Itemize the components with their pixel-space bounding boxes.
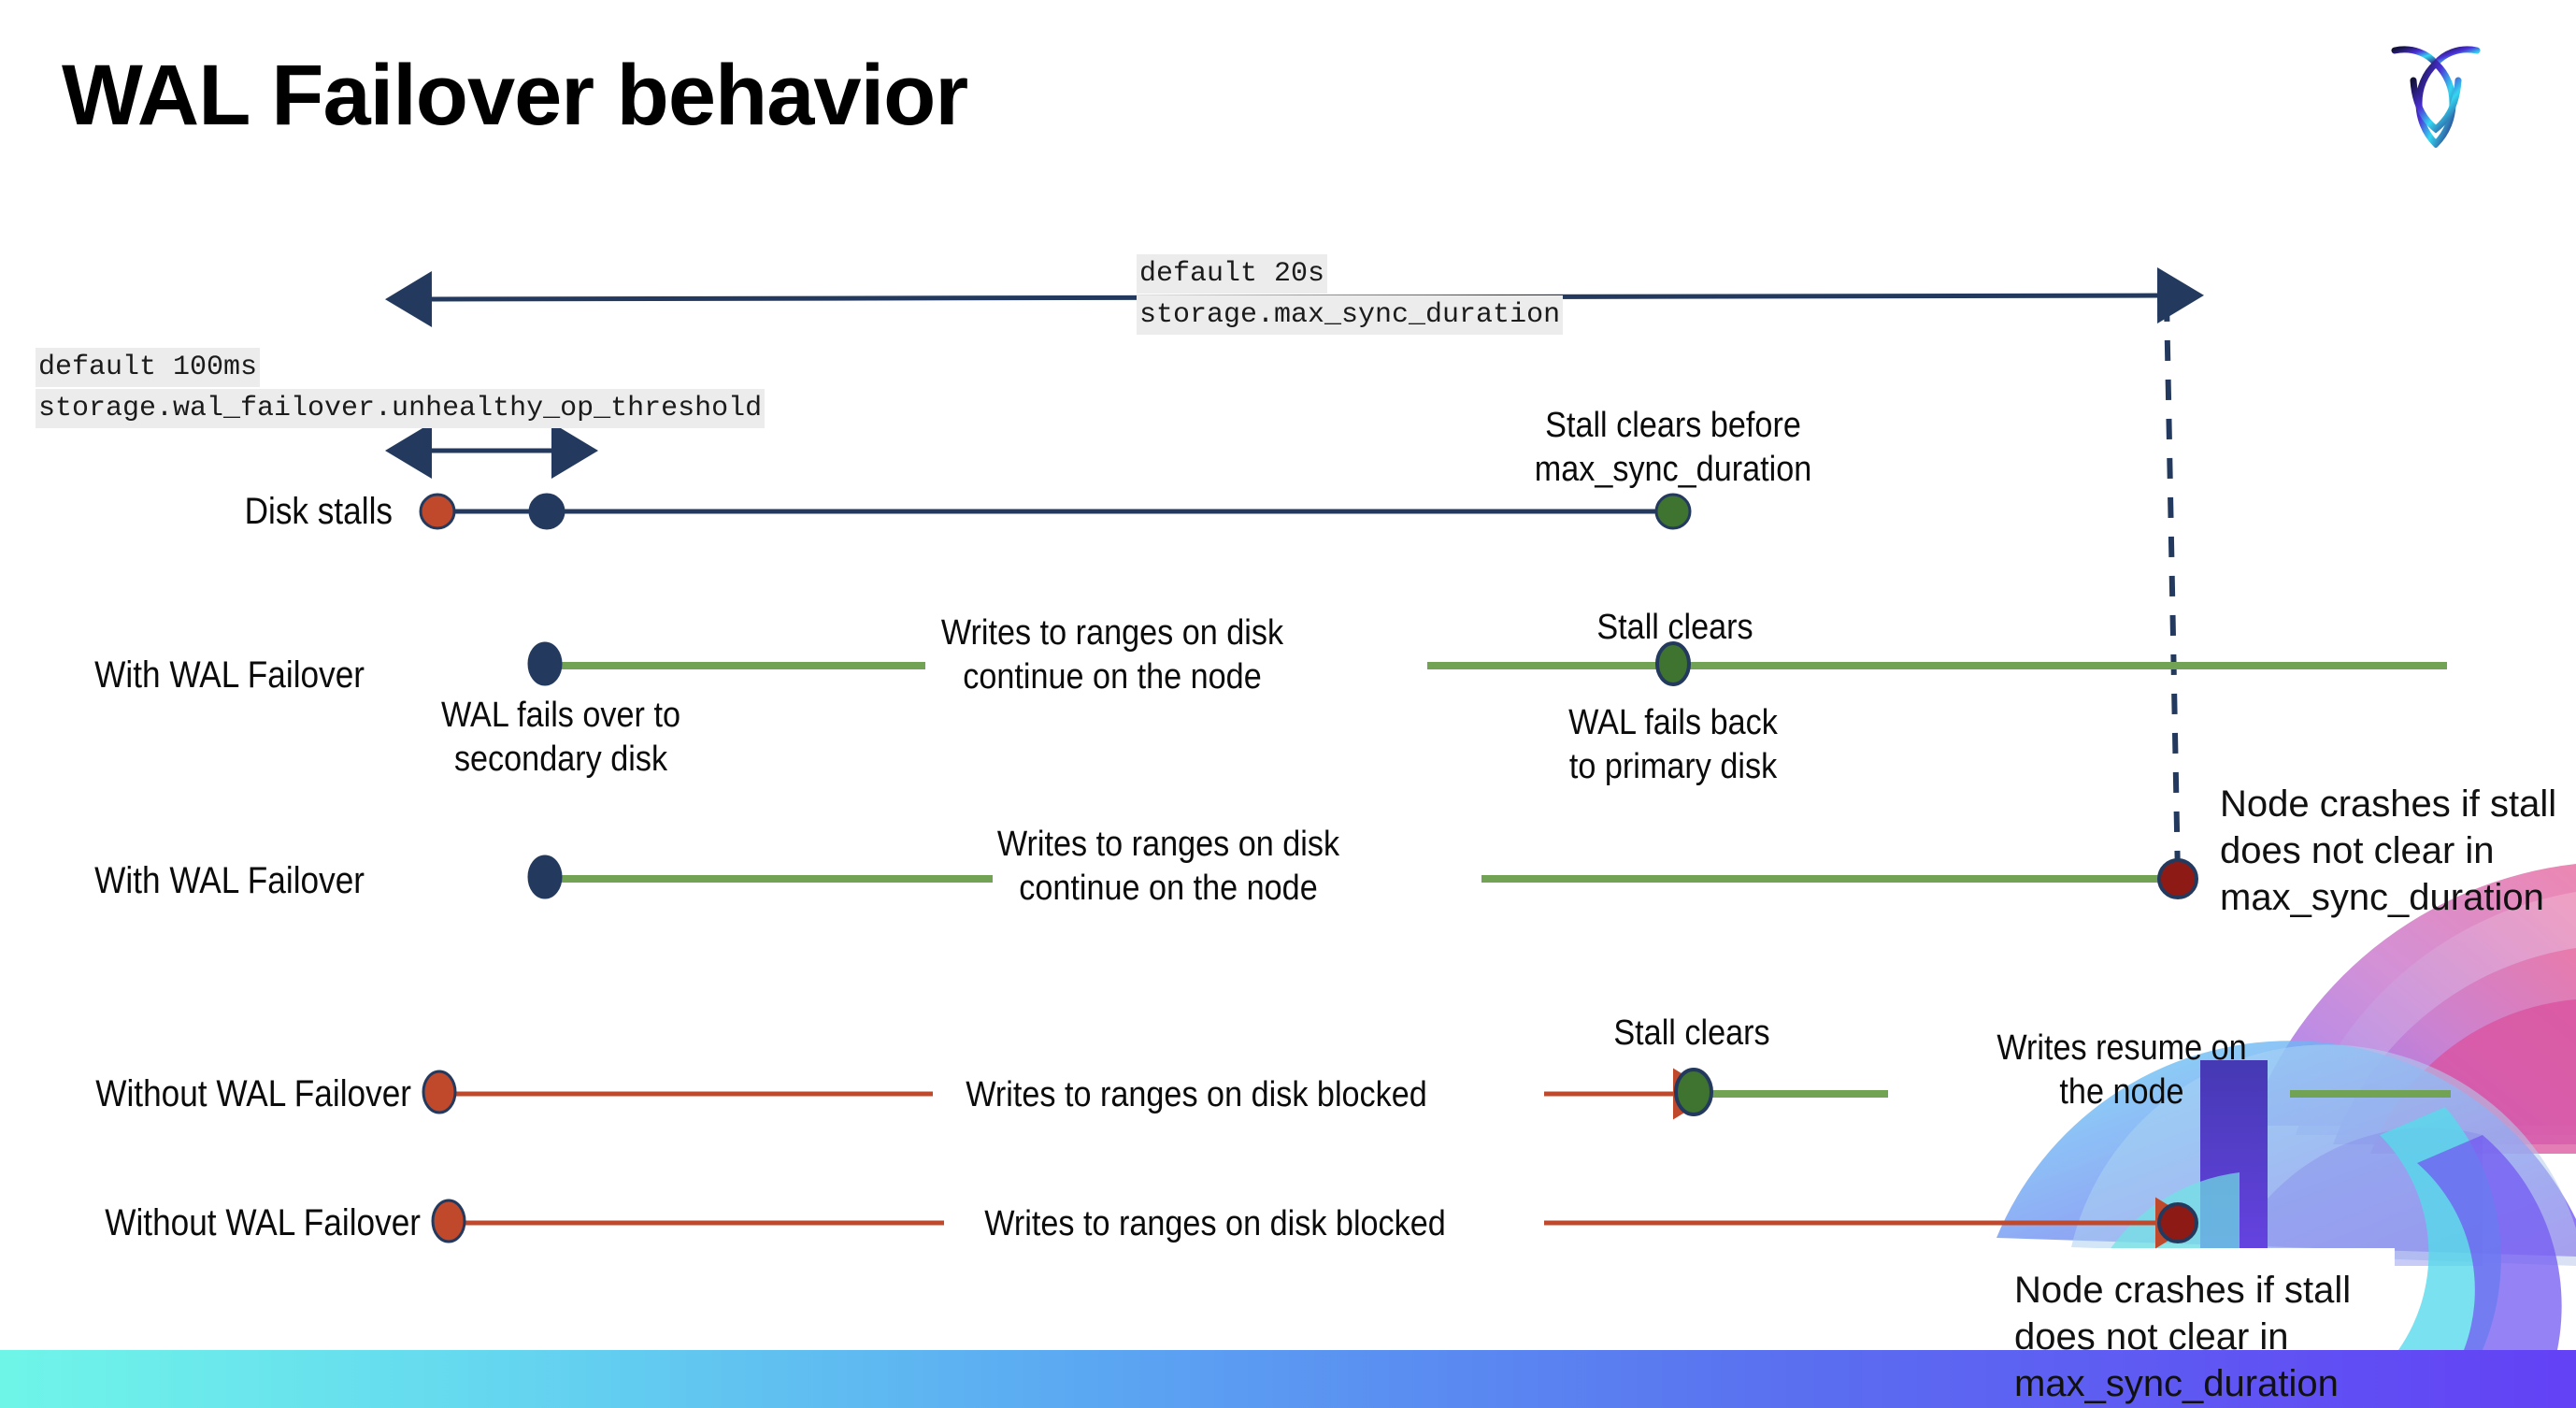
row-with-failover-1-track [527,641,2447,686]
row-disk-stalls-track [419,493,1692,530]
annotation-node-crashes-1: Node crashes if stall does not clear in … [2220,783,2557,918]
row-without-failover-1-track [422,1068,2451,1120]
annotation-wal-fails-over: WAL fails over to secondary disk [441,696,680,779]
annotation-writes-blocked-2: Writes to ranges on disk blocked [984,1204,1446,1243]
annotation-writes-blocked-1: Writes to ranges on disk blocked [966,1075,1427,1114]
marker-failover-point [527,855,563,899]
annotation-stall-clears-2: Stall clears [1613,1013,1770,1053]
marker-failover-point [527,641,563,686]
marker-stall-start [419,493,456,530]
cockroachdb-logo-icon [2391,46,2481,148]
marker-stall-clear [1654,493,1692,530]
marker-stall-clear [1674,1068,1713,1116]
annotation-node-crashes-2: Node crashes if stall does not clear in … [2014,1270,2352,1404]
row-label-without-wal-failover-1: Without WAL Failover [95,1073,411,1114]
max-sync-duration-dropline [2164,300,2181,878]
annotation-writes-continue-1: Writes to ranges on disk continue on the… [940,613,1284,697]
row-with-failover-2-track [527,855,2198,899]
page-title: WAL Failover behavior [62,48,968,143]
row-label-with-wal-failover-1: With WAL Failover [94,654,365,696]
marker-stall-clear [1655,641,1691,686]
marker-failover-point [528,493,565,530]
marker-node-crash [2157,858,2198,899]
annotation-wal-fails-back: WAL fails back to primary disk [1568,703,1778,786]
annotation-stall-clears-1: Stall clears [1596,608,1753,647]
setting-unhealthy-default: default 100ms [36,348,261,387]
setting-max-sync-default: default 20s [1137,254,1328,294]
annotation-writes-continue-2: Writes to ranges on disk continue on the… [996,825,1340,908]
bottom-gradient-bar [0,1350,2576,1408]
annotation-writes-resume: Writes resume on the node [1996,1028,2247,1112]
marker-stall-start [431,1199,466,1243]
setting-unhealthy-name: storage.wal_failover.unhealthy_op_thresh… [36,389,766,428]
row-without-failover-2-track [431,1197,2198,1249]
setting-max-sync-name: storage.max_sync_duration [1137,295,1564,335]
row-label-without-wal-failover-2: Without WAL Failover [105,1202,421,1243]
marker-stall-start [422,1070,457,1114]
annotation-stall-clears-before: Stall clears before max_sync_duration [1534,406,1812,489]
row-label-disk-stalls: Disk stalls [244,491,393,532]
marker-node-crash [2157,1202,2198,1243]
row-label-with-wal-failover-2: With WAL Failover [94,860,365,901]
